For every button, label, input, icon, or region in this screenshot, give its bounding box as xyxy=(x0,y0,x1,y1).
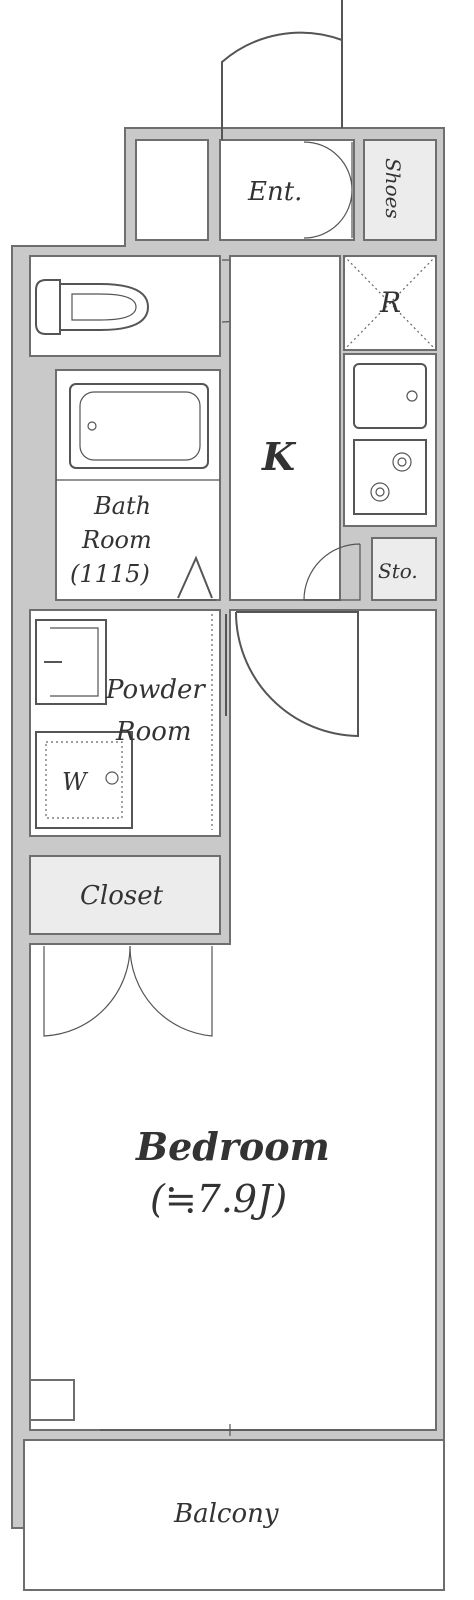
label-closet: Closet xyxy=(80,881,164,911)
toilet-icon xyxy=(35,279,150,335)
bath-folding-door xyxy=(177,555,213,599)
storage-door-swing xyxy=(303,543,361,601)
label-refrigerator: R xyxy=(379,286,401,319)
label-bath-2: Room xyxy=(81,526,152,554)
label-entrance: Ent. xyxy=(247,177,302,207)
washbasin-icon xyxy=(35,619,107,705)
shoes-cabinet xyxy=(363,139,437,241)
sink-icon xyxy=(353,363,427,429)
label-storage: Sto. xyxy=(378,559,418,583)
bathtub-icon xyxy=(69,383,209,469)
refrigerator-cross-2 xyxy=(343,255,437,351)
bedroom-door-swing xyxy=(235,611,359,738)
label-powder-1: Powder xyxy=(105,675,206,705)
label-bedroom: Bedroom xyxy=(135,1124,330,1169)
corner-box xyxy=(29,1379,75,1421)
label-balcony: Balcony xyxy=(173,1499,279,1529)
washer-pan-icon xyxy=(35,731,133,829)
closet-door-swing-left xyxy=(43,945,131,1037)
entrance-area xyxy=(219,139,355,241)
label-bath-1: Bath xyxy=(93,492,151,520)
label-shoes: Shoes xyxy=(381,158,405,219)
front-door-swing xyxy=(221,31,343,140)
label-bedroom-size: (≒7.9J) xyxy=(150,1177,287,1221)
entrance-door-swing-2 xyxy=(303,189,353,239)
stove-icon xyxy=(353,439,427,515)
kitchen-area xyxy=(229,255,341,601)
storage-closet xyxy=(371,537,437,601)
closet xyxy=(29,855,221,935)
balcony xyxy=(23,1439,445,1591)
bedroom-area xyxy=(29,609,437,1431)
closet-door-swing-right xyxy=(129,945,213,1037)
entrance-door-swing-1 xyxy=(303,141,353,191)
label-bath-3: (1115) xyxy=(70,560,150,588)
label-washer: W xyxy=(62,768,89,796)
label-powder-2: Room xyxy=(115,717,192,747)
pipe-shaft xyxy=(135,139,209,241)
label-kitchen: K xyxy=(261,434,297,479)
